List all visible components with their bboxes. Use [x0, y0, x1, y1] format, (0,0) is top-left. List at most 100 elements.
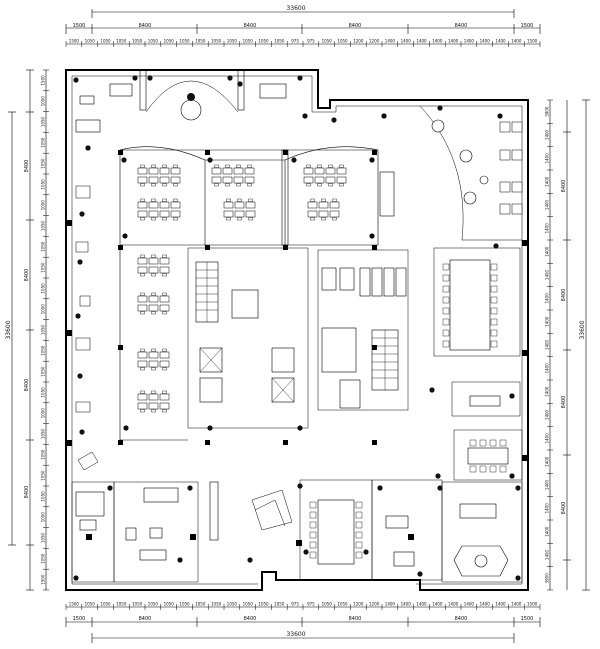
dimension-subtick-label: 975 — [307, 39, 315, 44]
boardroom-table — [449, 259, 491, 351]
dimension-subtick-label: 1050 — [148, 39, 159, 44]
plant-icon — [297, 75, 303, 81]
structural-columns — [66, 150, 528, 546]
dimension-subtick-label: 1500 — [69, 602, 80, 607]
office-chair — [140, 273, 145, 277]
office-chair — [140, 198, 145, 202]
workstation-desk — [329, 210, 340, 218]
office-chair — [140, 292, 145, 296]
elevator-3 — [199, 377, 223, 403]
dimension-subtick-label: 1400 — [545, 526, 550, 537]
office-chair — [247, 183, 252, 187]
office-chair — [236, 183, 241, 187]
office-chair — [173, 183, 178, 187]
dimension-subtick-label: 1400 — [401, 39, 412, 44]
right-bay-1: 8400 — [561, 180, 567, 193]
meeting-room — [451, 381, 523, 481]
workstation-desk — [159, 295, 170, 303]
top-bay-3: 8400 — [349, 23, 362, 29]
office-chair — [214, 183, 219, 187]
boardroom-chair — [490, 340, 498, 348]
workstation-desk — [137, 351, 148, 359]
dimension-subtick-label: 1050 — [179, 602, 190, 607]
workstation-desk — [159, 304, 170, 312]
workstation-desk — [314, 167, 325, 175]
dimension-subtick-label: 1500 — [527, 39, 538, 44]
office-chair — [332, 217, 337, 221]
office-chair — [140, 217, 145, 221]
bottom-bay-3: 8400 — [349, 616, 362, 622]
plant-icon — [132, 75, 138, 81]
dimension-subtick-label: 1050 — [116, 602, 127, 607]
dimension-subtick-label: 1400 — [545, 129, 550, 140]
office-chair — [140, 164, 145, 168]
dimension-subtick-label: 1050 — [41, 283, 46, 294]
office-chair — [173, 164, 178, 168]
workstation-desk — [159, 351, 170, 359]
workstation-desk — [233, 176, 244, 184]
boardroom-chair — [442, 296, 450, 304]
building-core — [187, 247, 409, 429]
dimension-subtick-label: 1050 — [41, 449, 46, 460]
dimension-subtick-label: 1050 — [41, 553, 46, 564]
office-chair — [151, 183, 156, 187]
plant-icon — [509, 393, 515, 399]
dimension-subtick-label: 3900 — [545, 573, 550, 584]
workstation-desk — [159, 201, 170, 209]
dimension-subtick-label: 1050 — [195, 39, 206, 44]
dimension-subtick-label: 1400 — [416, 602, 427, 607]
dimension-subtick-label: 1050 — [211, 602, 222, 607]
workstation-desk — [148, 295, 159, 303]
plant-icon — [429, 387, 435, 393]
director-desk — [143, 487, 179, 503]
dimension-subtick-label: 975 — [307, 602, 315, 607]
workstation-desk — [325, 176, 336, 184]
dimension-subtick-label: 1050 — [258, 39, 269, 44]
elevator-4 — [271, 347, 295, 373]
plant-icon — [515, 485, 521, 491]
workstation-clusters — [137, 164, 347, 413]
workstation-desk — [148, 201, 159, 209]
top-margin-left: 1500 — [73, 23, 86, 29]
reception-desk — [180, 99, 202, 121]
office-chair — [225, 164, 230, 168]
office-chair — [317, 183, 322, 187]
office-chair — [162, 273, 167, 277]
glass-partitions — [119, 69, 379, 441]
plant-icon — [515, 575, 521, 581]
plant-icon — [493, 243, 499, 249]
training-chair — [355, 541, 363, 549]
workstation-desk — [245, 201, 256, 209]
workstation-desk — [244, 176, 255, 184]
dimension-subtick-label: 1050 — [41, 366, 46, 377]
plant-icon — [297, 425, 303, 431]
bottom-offices — [71, 479, 523, 583]
dimension-subtick-label: 1200 — [353, 39, 364, 44]
dimension-subtick-label: 1500 — [41, 574, 46, 585]
workstation-desk — [211, 176, 222, 184]
dimension-subtick-label: 1400 — [480, 602, 491, 607]
workstation-desk — [307, 210, 318, 218]
workstation-desk — [170, 210, 181, 218]
dimension-subtick-label: 1050 — [337, 39, 348, 44]
office-chair — [151, 273, 156, 277]
office-chair — [173, 198, 178, 202]
dimension-subtick-label: 1050 — [41, 116, 46, 127]
dimension-subtick-label: 3900 — [545, 106, 550, 117]
workstation-desk — [170, 176, 181, 184]
workstation-desk — [148, 210, 159, 218]
dimension-subtick-label: 1050 — [211, 39, 222, 44]
plant-icon — [331, 117, 337, 123]
plant-icon — [177, 557, 183, 563]
workstation-desk — [234, 210, 245, 218]
dimension-subtick-label: 1400 — [401, 602, 412, 607]
dimension-subtick-label: 1400 — [545, 363, 550, 374]
office-chair — [248, 217, 253, 221]
training-chair — [309, 551, 317, 559]
dimension-subtick-label: 1400 — [545, 246, 550, 257]
dimension-subtick-label: 1500 — [527, 602, 538, 607]
office-chair — [321, 217, 326, 221]
workstation-desk — [137, 201, 148, 209]
lounge-area — [379, 105, 523, 241]
dimension-subtick-label: 1050 — [337, 602, 348, 607]
